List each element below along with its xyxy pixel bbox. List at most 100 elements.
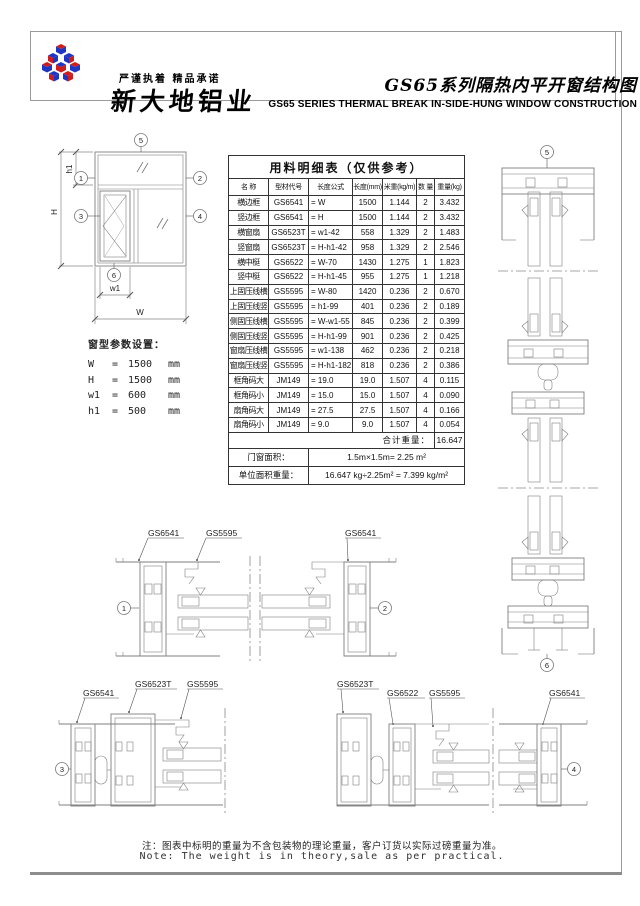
cell-unit-weight: 1.275 (382, 268, 417, 285)
parameter-row: W = 1500 mm (88, 357, 192, 373)
cell-name: 扇角码大 (228, 402, 269, 418)
svg-text:6: 6 (545, 661, 549, 670)
parameter-unit: mm (168, 405, 181, 417)
svg-text:GS5595: GS5595 (187, 679, 218, 689)
svg-text:2: 2 (198, 174, 202, 183)
area-value: 1.5m×1.5m= 2.25 m² (307, 447, 466, 467)
material-row: 上固压线竖 GS5595 = h1-99 401 0.236 2 0.189 (228, 298, 466, 315)
cell-formula: = W (308, 195, 353, 211)
svg-text:GS6522: GS6522 (387, 688, 418, 698)
material-row: 侧固压线横 GS5595 = W-w1-55 845 0.236 2 0.399 (228, 313, 466, 330)
callout-1: 1 (74, 171, 95, 185)
note-english: Note: The weight is in theory,sale as pe… (139, 851, 505, 862)
cell-formula: = 27.5 (308, 402, 353, 418)
unit-area-label: 单位面积重量： (228, 465, 309, 485)
cell-unit-weight: 1.144 (382, 195, 417, 211)
cell-qty: 2 (416, 224, 435, 241)
cell-unit-weight: 0.236 (382, 328, 417, 344)
svg-text:GS6541: GS6541 (549, 688, 580, 698)
area-row: 门窗面积： 1.5m×1.5m= 2.25 m² (228, 447, 466, 467)
cell-length: 19.0 (352, 372, 383, 389)
svg-text:5: 5 (545, 148, 549, 157)
transom-profile (507, 277, 589, 483)
cell-code: JM149 (268, 416, 309, 433)
cell-code: JM149 (268, 402, 309, 418)
frame-section-far-right (498, 720, 588, 807)
cell-code: JM149 (268, 372, 309, 389)
svg-text:W: W (136, 308, 144, 317)
material-row: 窗扇压线横 GS5595 = w1-138 462 0.236 2 0.218 (228, 342, 466, 359)
cell-length: 958 (352, 239, 383, 256)
profile-label: GS5595 (196, 528, 242, 561)
svg-text:4: 4 (198, 212, 202, 221)
parameter-unit: mm (168, 359, 181, 371)
cell-unit-weight: 0.236 (382, 342, 417, 359)
cell-unit-weight: 0.236 (382, 298, 417, 315)
cell-unit-weight: 0.236 (382, 357, 417, 374)
svg-text:GS6541: GS6541 (148, 528, 179, 538)
cell-unit-weight: 0.236 (382, 313, 417, 330)
dimension-h1: h1 (65, 148, 93, 189)
cell-length: 845 (352, 313, 383, 330)
equals-sign: = (112, 405, 119, 417)
window-parameters: 窗型参数设置： W = 1500 mm H = 1500 mm w1 (88, 336, 192, 419)
profile-label: GS6522 (387, 688, 425, 725)
cell-weight: 0.218 (433, 342, 466, 359)
col-profile-code: 型材代号 (268, 178, 309, 196)
profile-label: GS6541 (542, 688, 585, 725)
cell-formula: = W-70 (308, 254, 353, 270)
cell-name: 竖中梃 (228, 268, 269, 285)
cell-unit-weight: 0.236 (382, 283, 417, 300)
cell-weight: 0.189 (433, 298, 466, 315)
col-weight: 重量(kg) (433, 178, 466, 196)
svg-text:1: 1 (122, 604, 126, 613)
cell-name: 上固压线横 (228, 283, 269, 300)
material-row: 竖中梃 GS6522 = H-h1-45 955 1.275 1 1.218 (228, 268, 466, 285)
cell-qty: 2 (416, 342, 435, 359)
parameter-value: 600 (128, 390, 147, 402)
material-row: 竖边框 GS6541 = H 1500 1.144 2 3.432 (228, 209, 466, 226)
equals-sign: = (112, 374, 119, 386)
callout-3: 3 (74, 209, 100, 223)
cell-code: GS5595 (268, 298, 309, 315)
col-name: 名 称 (228, 178, 269, 196)
cell-formula: = H-h1-99 (308, 328, 353, 344)
parameter-name: W (88, 359, 95, 371)
profile-label: GS6541 (76, 688, 119, 723)
cell-formula: = H-h1-45 (308, 268, 353, 285)
col-length: 长度(mm) (352, 178, 383, 196)
glazing-upper (521, 191, 569, 267)
material-row: 竖窗扇 GS6523T = H-h1-42 958 1.329 2 2.546 (228, 239, 466, 256)
cell-name: 框角码小 (228, 387, 269, 404)
cell-weight: 0.054 (433, 416, 466, 433)
cell-name: 横中梃 (228, 254, 269, 270)
cell-code: GS6541 (268, 209, 309, 226)
unit-area-row: 单位面积重量： 16.647 kg÷2.25m² = 7.399 kg/m² (228, 465, 466, 485)
cell-length: 818 (352, 357, 383, 374)
cell-weight: 0.399 (433, 313, 466, 330)
material-row: 扇角码大 JM149 = 27.5 27.5 1.507 4 0.166 (228, 402, 466, 418)
cell-weight: 2.546 (433, 239, 466, 256)
cell-length: 27.5 (352, 402, 383, 418)
page-border-right (621, 31, 622, 875)
total-row: 合计重量： 16.647 (228, 431, 466, 449)
material-row: 侧固压线竖 GS5595 = H-h1-99 901 0.236 2 0.425 (228, 328, 466, 344)
svg-text:GS5595: GS5595 (206, 528, 237, 538)
cell-length: 1430 (352, 254, 383, 270)
cell-formula: = w1-42 (308, 224, 353, 241)
cell-name: 窗扇压线横 (228, 342, 269, 359)
cell-formula: = 9.0 (308, 416, 353, 433)
glass-mark-right (156, 217, 169, 230)
sill-profile (501, 495, 595, 655)
cell-qty: 1 (416, 254, 435, 270)
profile-label: GS6541 (345, 528, 381, 561)
window-elevation-diagram: H h1 w1 W 1 2 3 4 5 6 (50, 133, 207, 324)
cell-qty: 1 (416, 268, 435, 285)
note-chinese: 注：图表中标明的重量为不含包装物的理论重量，客户订货以实际过磅重量为准。 (141, 841, 502, 852)
cell-weight: 0.166 (433, 402, 466, 418)
material-row: 横中梃 GS6522 = W-70 1430 1.275 1 1.823 (228, 254, 466, 270)
vertical-section-drawing: 5 (498, 145, 598, 672)
cell-weight: 0.115 (433, 372, 466, 389)
cell-code: GS5595 (268, 342, 309, 359)
